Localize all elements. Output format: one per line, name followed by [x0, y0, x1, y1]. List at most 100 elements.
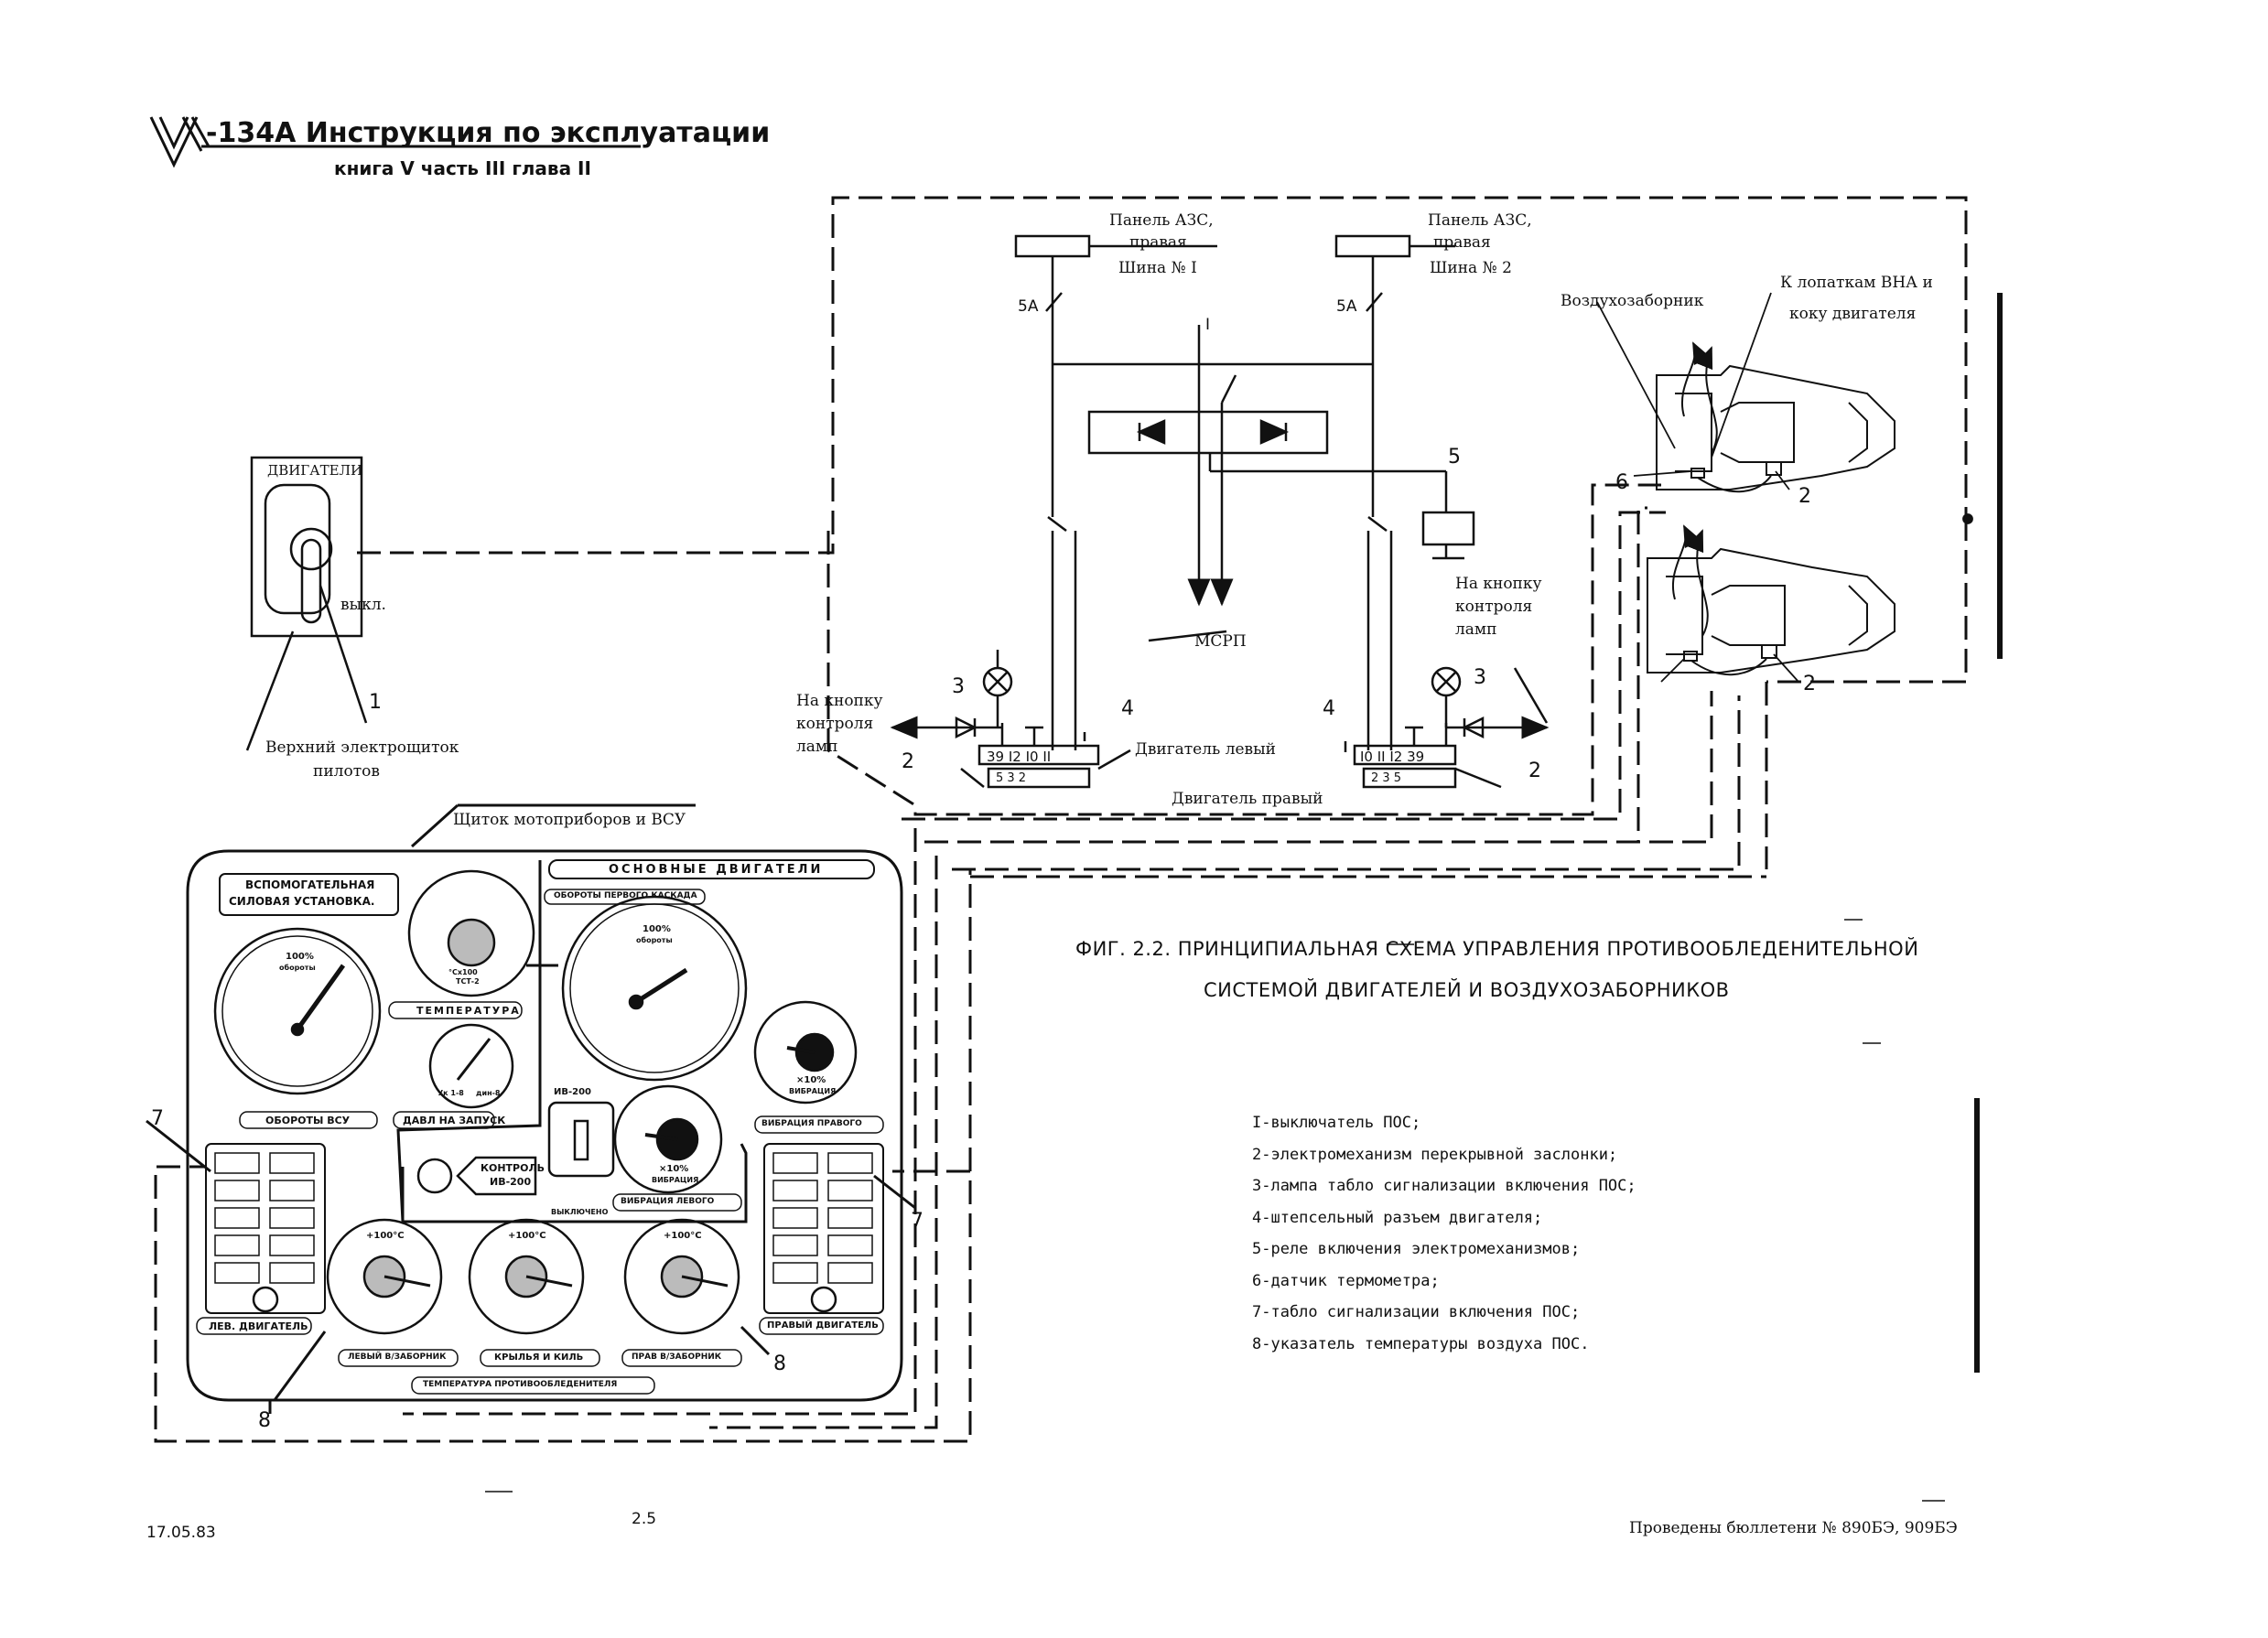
first-cascade-rpm-label: ОБОРОТЫ ПЕРВОГО КАСКАДА — [554, 891, 697, 900]
vibration-right-label: ВИБРАЦИЯ ПРАВОГО — [761, 1119, 862, 1128]
panel-azs-2-line3: Шина № 2 — [1430, 259, 1512, 277]
vib-right-x10: ×10% — [796, 1075, 826, 1085]
callout-8-right: 8 — [773, 1352, 786, 1375]
instrument-panel-outline — [146, 803, 916, 1414]
callout-1-relay: I — [1205, 316, 1211, 334]
footer-date: 17.05.83 — [146, 1524, 216, 1542]
engine-bottom-shape — [1647, 524, 1895, 676]
callout-5: 5 — [1448, 446, 1461, 469]
right-intake-gauge-scale: +100°C — [664, 1231, 702, 1241]
engine-left-label: Двигатель левый — [1135, 740, 1276, 759]
connector-right-pins-bottom: 2 3 5 — [1371, 771, 1402, 785]
msrp-label: МСРП — [1194, 632, 1247, 651]
engine-right-label: Двигатель правый — [1172, 790, 1323, 808]
connector-left-pins-top: 39 I2 I0 II — [987, 749, 1052, 765]
figure-caption-line1: ФИГ. 2.2. ПРИНЦИПИАЛЬНАЯ СХЕМА УПРАВЛЕНИ… — [1075, 938, 1919, 960]
lamp-button-right-line2: контроля — [1455, 598, 1533, 616]
callout-4-right: 4 — [1323, 697, 1335, 720]
temp-gauge-unit: °Сх100 — [448, 968, 478, 976]
footer-page-number: 2.5 — [632, 1510, 657, 1528]
figure-caption-line2: СИСТЕМОЙ ДВИГАТЕЛЕЙ И ВОЗДУХОЗАБОРНИКОВ — [1204, 979, 1730, 1001]
iv200-control-line2: ИВ-200 — [490, 1176, 532, 1188]
connector-right-pins-top: I0 II I2 39 — [1360, 749, 1425, 765]
left-engine-label: ЛЕВ. ДВИГАТЕЛЬ — [209, 1320, 308, 1332]
engine-top-shape — [1656, 341, 1895, 493]
callout-7-right: 7 — [911, 1210, 923, 1233]
dashed-harness — [154, 196, 1968, 1443]
wing-gauge-scale: +100°C — [508, 1231, 546, 1241]
main-engines-label: ОСНОВНЫЕ ДВИГАТЕЛИ — [609, 863, 824, 877]
engines-switch-label: ДВИГАТЕЛИ — [267, 462, 363, 479]
header-logo-icon — [149, 116, 641, 168]
pressure-gauge-uk: Ук 1-8 — [437, 1089, 464, 1097]
callout-3-right: 3 — [1474, 666, 1486, 689]
vib-left-x10: ×10% — [659, 1164, 689, 1174]
footer-bulletins: Проведены бюллетени № 890БЭ, 909БЭ — [1629, 1519, 1958, 1537]
panel-azs-1-line3: Шина № I — [1118, 259, 1197, 277]
iv200-off-label: ВЫКЛЮЧЕНО — [551, 1208, 609, 1216]
lamp-button-left-line3: ламп — [796, 738, 838, 756]
legend-item: 4-штепсельный разъем двигателя; — [1252, 1208, 1543, 1227]
legend-item: 6-датчик термометра; — [1252, 1271, 1440, 1290]
upper-panel-line2: пилотов — [313, 762, 380, 781]
callout-1-switch: 1 — [369, 691, 382, 714]
to-blades-line1: К лопаткам ВНА и — [1780, 274, 1933, 292]
iv200-control-line1: КОНТРОЛЬ — [481, 1162, 545, 1174]
callout-7-left: 7 — [151, 1107, 164, 1130]
power-circuit — [1014, 234, 1475, 750]
left-intake-label: ЛЕВЫЙ В/ЗАБОРНИК — [348, 1352, 447, 1362]
vib-left-label: ВИБРАЦИЯ — [652, 1176, 699, 1184]
callout-2-right: 2 — [1528, 760, 1541, 782]
start-pressure-label: ДАВЛ НА ЗАПУСК — [403, 1115, 506, 1126]
callout-2-engine-top: 2 — [1798, 485, 1811, 508]
wing-tail-label: КРЫЛЬЯ И КИЛЬ — [494, 1352, 584, 1363]
engine-leaders — [1596, 292, 2003, 1373]
apu-title-line1: ВСПОМОГАТЕЛЬНАЯ — [245, 878, 375, 891]
legend-item: 3-лампа табло сигнализации включения ПОС… — [1252, 1177, 1636, 1195]
legend-item: I-выключатель ПОС; — [1252, 1114, 1421, 1132]
panel-azs-2-line2: правая — [1433, 233, 1491, 252]
fuse-left-label: 5А — [1018, 297, 1039, 316]
lamp-button-left-line1: На кнопку — [796, 692, 883, 710]
legend-item: 8-указатель температуры воздуха ПОС. — [1252, 1334, 1590, 1353]
panel-azs-1-line1: Панель АЗС, — [1109, 211, 1214, 230]
panel-azs-1-line2: правая — [1129, 233, 1187, 252]
stray-marks — [485, 919, 1945, 1502]
instrument-panel-label: Щиток мотоприборов и ВСУ — [453, 811, 686, 829]
connector-left-pins-bottom: 5 3 2 — [996, 771, 1027, 785]
lamp-button-right-line3: ламп — [1455, 620, 1497, 639]
iv200-label: ИВ-200 — [554, 1087, 592, 1097]
callout-4-left: 4 — [1121, 697, 1134, 720]
temperature-label: ТЕМПЕРАТУРА — [416, 1005, 521, 1017]
callout-2-left: 2 — [902, 750, 914, 773]
signal-lamp-grids — [214, 1152, 873, 1284]
anti-ice-temp-label: ТЕМПЕРАТУРА ПРОТИВООБЛЕДЕНИТЕЛЯ — [423, 1380, 618, 1389]
pressure-gauge-dim: дин-8 — [476, 1089, 501, 1097]
lamp-button-right-line1: На кнопку — [1455, 575, 1542, 593]
connector-left-shape — [890, 650, 1131, 789]
air-intake-label: Воздухозаборник — [1561, 292, 1704, 310]
legend-item: 2-электромеханизм перекрывной заслонки; — [1252, 1145, 1618, 1164]
main-gauge-100pct: 100% — [643, 924, 671, 934]
temp-gauge-model: ТСТ-2 — [456, 977, 480, 986]
off-label: выкл. — [340, 596, 386, 614]
main-gauge-oboroty: обороты — [636, 936, 673, 944]
pilot-switch-panel — [245, 456, 368, 751]
document-title: -134А Инструкция по эксплуатации — [206, 117, 771, 149]
to-blades-line2: коку двигателя — [1789, 305, 1917, 323]
vib-right-label: ВИБРАЦИЯ — [789, 1087, 837, 1095]
callout-8-left: 8 — [258, 1409, 271, 1432]
fuse-right-label: 5А — [1336, 297, 1357, 316]
callout-2-engine-bottom: 2 — [1803, 673, 1816, 695]
apu-gauge-100pct: 100% — [286, 952, 314, 962]
legend-item: 5-реле включения электромеханизмов; — [1252, 1240, 1581, 1258]
lamp-button-left-line2: контроля — [796, 715, 874, 733]
panel-azs-2-line1: Панель АЗС, — [1428, 211, 1532, 230]
document-subtitle: книга V часть III глава II — [334, 157, 591, 179]
callout-3-left: 3 — [952, 675, 965, 698]
gauges — [196, 869, 884, 1395]
legend-item: 7-табло сигнализации включения ПОС; — [1252, 1303, 1581, 1321]
legend-list: I-выключатель ПОС; 2-электромеханизм пер… — [1252, 1107, 1636, 1360]
connector-right-shape — [1344, 666, 1550, 789]
callout-6-top: 6 — [1615, 471, 1628, 494]
